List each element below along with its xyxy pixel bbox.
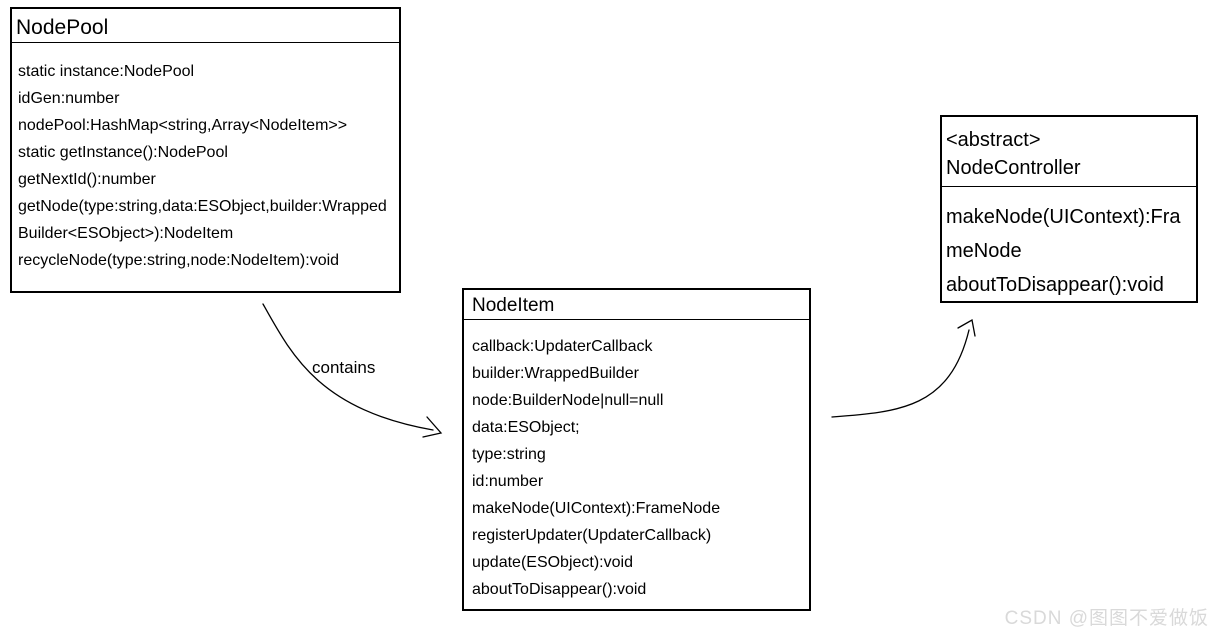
class-header: <abstract> NodeController <box>942 117 1196 187</box>
member-line: getNextId():number <box>18 171 156 188</box>
class-stereotype: <abstract> <box>946 129 1041 151</box>
class-members: makeNode(UIContext):FrameNode aboutToDis… <box>942 187 1196 302</box>
nodeitem-to-nodecontroller-arrow <box>831 318 976 418</box>
member-line: nodePool:HashMap<string,Array<NodeItem>> <box>18 117 348 134</box>
member-line: registerUpdater(UpdaterCallback) <box>472 527 712 544</box>
member-line: getNode(type:string,data:ESObject,builde… <box>18 198 387 242</box>
member-line: static instance:NodePool <box>18 63 195 80</box>
member-line: update(ESObject):void <box>472 554 633 571</box>
member-line: type:string <box>472 446 546 463</box>
relation-label-contains: contains <box>312 358 376 377</box>
member-line: recycleNode(type:string,node:NodeItem):v… <box>18 252 340 269</box>
class-header: NodeItem <box>464 290 809 320</box>
member-line: node:BuilderNode|null=null <box>472 392 664 409</box>
class-members: static instance:NodePool idGen:number no… <box>12 43 399 274</box>
class-box-nodepool: NodePool static instance:NodePool idGen:… <box>10 7 401 293</box>
class-members: callback:UpdaterCallback builder:Wrapped… <box>464 320 809 603</box>
member-line: makeNode(UIContext):FrameNode <box>946 206 1181 262</box>
member-line: builder:WrappedBuilder <box>472 365 639 382</box>
class-box-nodecontroller: <abstract> NodeController makeNode(UICon… <box>940 115 1198 303</box>
member-line: data:ESObject; <box>472 419 580 436</box>
class-title-nodepool: NodePool <box>16 16 109 39</box>
class-title-nodeitem: NodeItem <box>472 295 555 316</box>
class-header: NodePool <box>12 9 399 43</box>
watermark: CSDN @图图不爱做饭 <box>1004 608 1209 629</box>
member-line: aboutToDisappear():void <box>946 274 1164 296</box>
member-line: callback:UpdaterCallback <box>472 338 653 355</box>
class-box-nodeitem: NodeItem callback:UpdaterCallback builde… <box>462 288 811 611</box>
member-line: id:number <box>472 473 544 490</box>
member-line: aboutToDisappear():void <box>472 581 647 598</box>
member-line: idGen:number <box>18 90 120 107</box>
member-line: static getInstance():NodePool <box>18 144 228 161</box>
class-title-nodecontroller: NodeController <box>946 157 1081 179</box>
member-line: makeNode(UIContext):FrameNode <box>472 500 721 517</box>
